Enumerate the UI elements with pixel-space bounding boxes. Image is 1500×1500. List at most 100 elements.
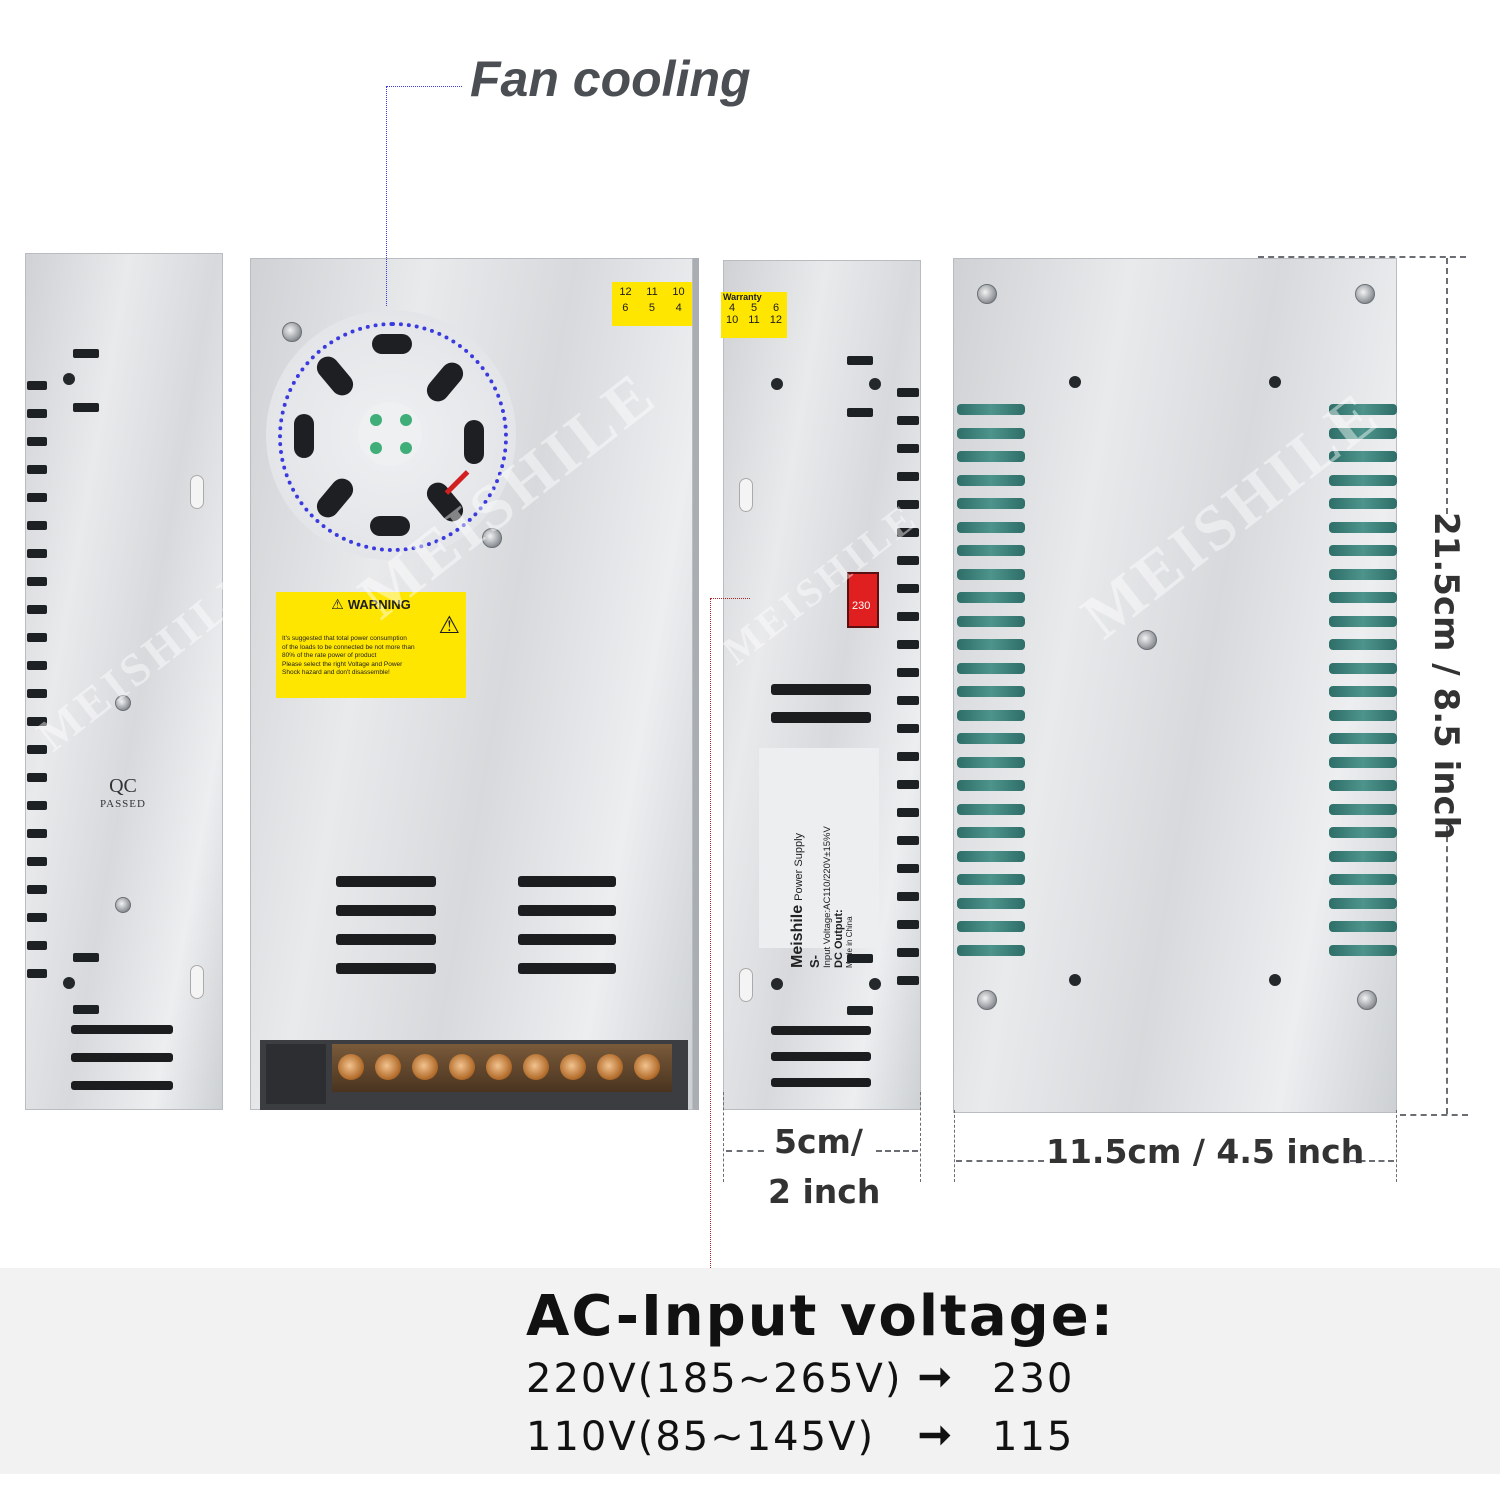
vent-slot: [1329, 733, 1397, 744]
voltage-range: 220V(185~265V): [526, 1356, 903, 1402]
vent-slot: [518, 876, 616, 887]
vent-slot: [897, 780, 919, 789]
screw-terminal-icon: [375, 1054, 401, 1080]
vent-slot: [897, 808, 919, 817]
vent-slot: [1329, 498, 1397, 509]
model-prefix: S-: [807, 955, 822, 968]
vent-slot: [27, 913, 47, 922]
vent-slot: [897, 724, 919, 733]
warning-triangle-icon: ⚠: [331, 596, 344, 612]
vent-slot: [1329, 545, 1397, 556]
vent-slot: [897, 528, 919, 537]
screw-terminal-icon: [449, 1054, 475, 1080]
fan-icon: [266, 310, 516, 560]
vent-slot: [27, 801, 47, 810]
vent-slot: [957, 568, 1025, 580]
vent-slot: [957, 545, 1025, 556]
vent-slot: [336, 934, 436, 945]
vent-slot: [1329, 521, 1397, 533]
vent-slot: [27, 605, 47, 614]
vent-slot: [1329, 803, 1397, 815]
voltage-info-title: AC-Input voltage:: [526, 1284, 1116, 1349]
screw-icon: [1355, 284, 1375, 304]
switch-setting: 115: [992, 1414, 1075, 1460]
vent-slot: [957, 404, 1025, 415]
warning-title: WARNING: [347, 597, 411, 612]
vent-slot: [27, 577, 47, 586]
vent-slot: [27, 493, 47, 502]
vent-slot: [1329, 756, 1397, 768]
vent-slot: [1329, 944, 1397, 956]
vent-slot: [1329, 639, 1397, 650]
vent-slot: [27, 885, 47, 894]
vent-slot: [957, 427, 1025, 439]
vent-slot: [957, 474, 1025, 486]
vent-slot: [1329, 615, 1397, 627]
screw-icon: [115, 695, 131, 711]
screw-terminal-icon: [634, 1054, 660, 1080]
vent-slot: [1329, 427, 1397, 439]
fan-cooling-callout: Fan cooling: [470, 51, 751, 107]
vent-slot: [518, 905, 616, 916]
arrow-right-icon: ➞: [918, 1355, 952, 1399]
vent-slot: [27, 717, 47, 726]
vent-slot: [897, 948, 919, 957]
vent-slot: [897, 584, 919, 593]
vent-slot: [27, 409, 47, 418]
vent-slot: [1329, 850, 1397, 862]
vent-slot: [897, 864, 919, 873]
vent-slot: [897, 416, 919, 425]
vent-slot: [897, 444, 919, 453]
dc-output-spec: DC Output:: [833, 909, 845, 968]
screw-icon: [1357, 990, 1377, 1010]
screw-terminal-icon: [523, 1054, 549, 1080]
vent-slot: [27, 773, 47, 782]
voltage-row-220: 220V(185~265V) ➞ 230: [526, 1355, 1086, 1406]
switch-setting: 230: [992, 1356, 1075, 1402]
vent-slot: [1329, 568, 1397, 580]
screw-icon: [977, 990, 997, 1010]
watermark: MEISHILE: [27, 557, 268, 762]
vent-slot: [897, 640, 919, 649]
qc-subtitle: PASSED: [100, 798, 146, 810]
vent-slot: [957, 850, 1025, 862]
screw-terminal-icon: [560, 1054, 586, 1080]
vent-slot: [27, 437, 47, 446]
vent-slot: [957, 615, 1025, 627]
vent-slot: [1329, 404, 1397, 415]
vent-slot: [957, 874, 1025, 885]
bottom-panel: MEISHILE: [953, 258, 1397, 1113]
screw-terminal-icon: [486, 1054, 512, 1080]
depth-dimension: 5cm/: [774, 1122, 863, 1161]
vent-slot: [27, 941, 47, 950]
height-dimension: 21.5cm / 8.5 inch: [1426, 512, 1466, 840]
watermark: MEISHILE: [713, 493, 927, 674]
vent-slot: [27, 745, 47, 754]
voltage-row-110: 110V(85~145V) ➞ 115: [526, 1413, 1086, 1464]
voltage-selector-switch[interactable]: 230: [847, 572, 879, 628]
vent-slot: [897, 976, 919, 985]
vent-slot: [27, 689, 47, 698]
voltage-info-band: [0, 1268, 1500, 1474]
vent-slot: [27, 857, 47, 866]
vent-slot: [1329, 874, 1397, 885]
vent-slot: [897, 500, 919, 509]
vent-slot: [336, 905, 436, 916]
switch-value: 230: [852, 600, 871, 612]
vent-slot: [957, 827, 1025, 838]
qc-passed-stamp: QC PASSED: [93, 775, 153, 810]
vent-slot: [27, 549, 47, 558]
electric-hazard-icon: ⚠: [438, 612, 460, 639]
vent-slot: [27, 521, 47, 530]
vent-slot: [1329, 827, 1397, 838]
vent-slot: [957, 780, 1025, 791]
vent-slot: [957, 521, 1025, 533]
origin-text: Made in China: [845, 916, 854, 968]
warning-text: It's suggested that total power consumpt…: [282, 635, 415, 677]
vent-slot: [897, 668, 919, 677]
screw-terminal-icon: [338, 1054, 364, 1080]
vent-slot: [1329, 662, 1397, 674]
